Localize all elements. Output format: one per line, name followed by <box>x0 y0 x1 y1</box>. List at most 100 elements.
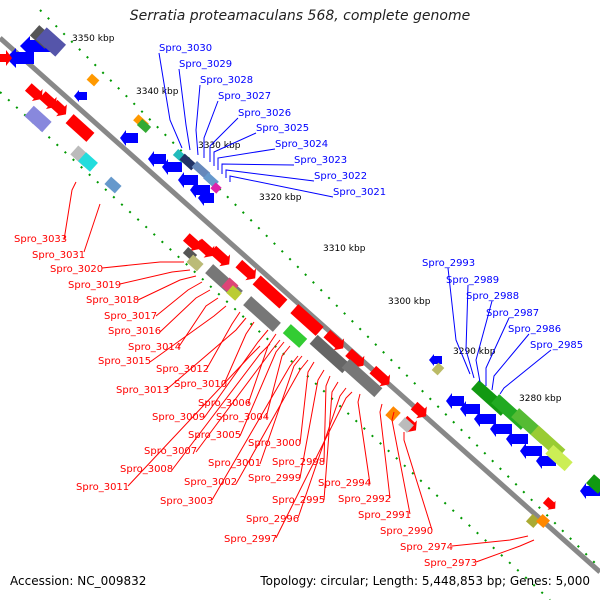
feature-block <box>35 27 67 57</box>
leader-line <box>177 297 219 349</box>
leader-line <box>299 369 325 479</box>
forward-strand-genes <box>0 50 556 510</box>
gene-label: Spro_2989 <box>446 275 499 286</box>
leader-line <box>209 117 239 162</box>
leader-line <box>137 275 197 301</box>
leader-line <box>178 68 191 151</box>
tick-label: 3280 kbp <box>519 394 562 404</box>
feature-block <box>243 296 281 332</box>
gene-label: Spro_3031 <box>32 250 85 261</box>
page-title: Serratia proteamaculans 568, complete ge… <box>129 8 471 24</box>
gene-arrow <box>474 411 496 427</box>
gene-arrow <box>198 190 214 206</box>
leader-line <box>299 361 315 445</box>
leader-line <box>491 333 530 391</box>
gene-label: Spro_3025 <box>256 123 309 134</box>
leader-line <box>403 432 433 531</box>
gene-label: Spro_2999 <box>248 473 301 484</box>
feature-block <box>179 153 197 171</box>
feature-block <box>226 285 242 301</box>
gene-label: Spro_2987 <box>486 308 539 319</box>
forward-leaders <box>63 181 535 563</box>
gene-label: Spro_3029 <box>179 59 232 70</box>
tick-label: 3310 kbp <box>323 244 366 254</box>
feature-block <box>282 324 308 348</box>
gene-arrow <box>148 151 166 167</box>
feature-block <box>104 176 122 194</box>
gene-arrow <box>38 91 57 109</box>
feature-block <box>431 362 445 376</box>
leader-line <box>379 403 391 499</box>
gene-label: Spro_3001 <box>208 458 261 469</box>
gene-label: Spro_3008 <box>120 464 173 475</box>
gene-arrow <box>235 259 257 281</box>
leader-line <box>391 411 411 515</box>
gene-arrow <box>345 348 365 368</box>
gene-label: Spro_3033 <box>14 234 67 245</box>
leader-line <box>213 132 257 166</box>
gene-label: Spro_3012 <box>156 364 209 375</box>
gene-arrow <box>195 238 215 258</box>
leader-line <box>225 169 315 182</box>
reverse-strand-genes <box>6 36 600 499</box>
gene-label: Spro_2974 <box>400 542 453 553</box>
leader-line <box>475 539 535 563</box>
leader-line <box>239 341 285 437</box>
gene-label: Spro_3019 <box>68 280 121 291</box>
gene-label: Spro_3027 <box>218 91 271 102</box>
feature-block <box>86 73 100 87</box>
leader-line <box>475 300 493 383</box>
gene-label: Spro_3021 <box>333 187 386 198</box>
genome-backbone <box>0 36 600 574</box>
leader-line <box>465 284 475 379</box>
leader-line <box>211 355 299 501</box>
leader-line <box>447 267 471 375</box>
gene-label: Spro_2995 <box>272 495 325 506</box>
leader-line <box>159 289 211 333</box>
leader-line <box>229 175 334 198</box>
leader-line <box>158 52 183 149</box>
leader-line <box>323 381 339 501</box>
leader-line <box>297 387 347 519</box>
gene-label: Spro_2991 <box>358 510 411 521</box>
gene-label: Spro_2988 <box>466 291 519 302</box>
forward-gene-labels: Spro_3033 Spro_3031 Spro_3020 Spro_3019 … <box>14 234 477 569</box>
gene-arrow <box>74 90 87 102</box>
leader-line <box>223 321 255 385</box>
gene-arrow <box>460 401 480 417</box>
feature-block <box>24 105 52 133</box>
gene-label: Spro_3015 <box>98 356 151 367</box>
gene-arrow <box>520 443 542 459</box>
forward-feature-blocks <box>24 105 551 529</box>
gene-label: Spro_3010 <box>174 379 227 390</box>
gene-label: Spro_2993 <box>422 258 475 269</box>
gene-label: Spro_3004 <box>216 412 269 423</box>
feature-block <box>136 119 152 133</box>
tick-label: 3350 kbp <box>72 34 115 44</box>
tick-label: 3320 kbp <box>259 193 302 203</box>
gene-label: Spro_2994 <box>318 478 371 489</box>
gene-bar <box>65 114 95 142</box>
gene-label: Spro_3013 <box>116 385 169 396</box>
gene-label: Spro_3030 <box>159 43 212 54</box>
leader-line <box>205 311 241 371</box>
gene-arrow <box>323 329 345 351</box>
gene-label: Spro_3002 <box>184 477 237 488</box>
gene-arrow <box>50 99 67 117</box>
leader-line <box>259 355 303 465</box>
gene-label: Spro_2997 <box>224 534 277 545</box>
tick-label: 3300 kbp <box>388 297 431 307</box>
feature-block <box>398 417 414 433</box>
gene-label: Spro_3017 <box>104 311 157 322</box>
gene-arrow <box>209 245 231 267</box>
gene-label: Spro_3006 <box>198 398 251 409</box>
gene-label: Spro_3003 <box>160 496 213 507</box>
gene-label: Spro_3005 <box>188 430 241 441</box>
gene-label: Spro_3020 <box>50 264 103 275</box>
reverse-feature-blocks <box>29 25 600 494</box>
leader-line <box>265 345 291 419</box>
leader-line <box>155 281 203 317</box>
gene-label: Spro_3009 <box>152 412 205 423</box>
